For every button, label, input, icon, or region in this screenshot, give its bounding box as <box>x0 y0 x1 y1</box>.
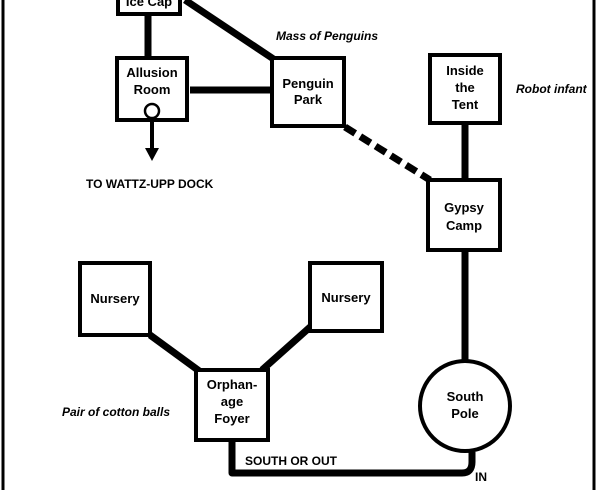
room-south-pole-label-1: South <box>447 389 484 404</box>
room-top-partial <box>116 0 182 16</box>
room-inside-tent-label-3: Tent <box>452 97 479 112</box>
room-orphanage-foyer-label-3: Foyer <box>214 411 249 426</box>
room-gypsy-camp <box>426 178 502 252</box>
room-top-partial-label: Ice Cap <box>126 0 172 9</box>
path-top-to-penguin-park <box>183 0 277 63</box>
room-inside-tent-label-2: the <box>455 80 475 95</box>
room-penguin-park-label-1: Penguin <box>282 76 333 91</box>
room-nursery-right <box>308 261 384 333</box>
annotation-robot-infant: Robot infant <box>516 82 588 96</box>
arrow-down-icon <box>145 148 159 161</box>
room-orphanage-foyer-label-1: Orphan- <box>207 377 258 392</box>
room-nursery-right-label: Nursery <box>321 290 371 305</box>
label-in: IN <box>475 470 487 484</box>
path-foyer-to-south-pole <box>228 440 476 477</box>
room-inside-tent <box>428 53 502 125</box>
room-orphanage-foyer <box>194 368 270 442</box>
path-nursery-left-to-foyer <box>147 332 205 376</box>
room-nursery-left-label: Nursery <box>90 291 140 306</box>
room-gypsy-camp-label-1: Gypsy <box>444 200 485 215</box>
room-inside-tent-label-1: Inside <box>446 63 484 78</box>
room-south-pole-label-2: Pole <box>451 406 478 421</box>
room-allusion-label-1: Allusion <box>126 65 177 80</box>
room-orphanage-foyer-label-2: age <box>221 394 243 409</box>
room-nursery-left <box>78 261 152 337</box>
label-to-wattz-upp-dock: TO WATTZ-UPP DOCK <box>86 177 214 191</box>
room-allusion-hole-icon <box>143 102 161 120</box>
label-south-or-out: SOUTH OR OUT <box>245 454 338 468</box>
room-gypsy-camp-label-2: Camp <box>446 218 482 233</box>
annotation-mass-of-penguins: Mass of Penguins <box>276 29 378 43</box>
room-penguin-park-label-2: Park <box>294 92 323 107</box>
room-allusion-label-2: Room <box>134 82 171 97</box>
annotation-cotton-balls: Pair of cotton balls <box>62 405 170 419</box>
room-south-pole <box>418 359 512 453</box>
path-penguin-park-to-gypsy-camp <box>343 124 432 183</box>
room-penguin-park <box>270 56 346 128</box>
